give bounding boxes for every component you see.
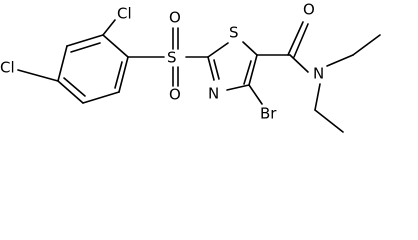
bond	[207, 42, 229, 58]
structure-diagram: Cl Cl S O O S N Br O	[0, 1, 381, 133]
atom-carbonyl-o: O	[303, 1, 315, 19]
bond	[102, 34, 129, 58]
bond	[66, 34, 104, 47]
atom-sulfonyl-o1: O	[169, 9, 181, 27]
bond	[57, 45, 68, 82]
bond	[57, 80, 84, 104]
atom-cl-ortho: Cl	[117, 5, 132, 23]
molecule-svg: Cl Cl S O O S N Br O	[0, 1, 381, 133]
bond-ethyl-1	[352, 34, 381, 56]
atom-amide-n: N	[313, 65, 324, 83]
bond	[242, 41, 258, 56]
atom-sulfonyl-o2: O	[169, 86, 181, 104]
bond-c-o	[287, 21, 304, 56]
atom-br: Br	[260, 105, 277, 123]
bond	[207, 56, 215, 81]
bond	[248, 54, 258, 86]
bond	[82, 91, 120, 104]
thiazole-ring: S N	[207, 24, 258, 103]
dichlorophenyl-ring	[57, 34, 129, 104]
atom-ring-s: S	[229, 24, 239, 42]
bond-c-cl-para	[17, 69, 59, 82]
bond	[114, 61, 123, 89]
bond-ethyl-2	[314, 109, 344, 133]
bond-carbonyl-n	[289, 54, 309, 73]
bond-ethyl-1	[326, 54, 354, 67]
atom-cl-para: Cl	[0, 59, 15, 77]
bond	[243, 60, 252, 85]
bond-c-cl-ortho	[102, 19, 116, 36]
bond	[213, 59, 220, 80]
bond	[63, 77, 86, 97]
bond	[118, 56, 129, 93]
bond-c-br	[248, 84, 263, 105]
bond	[226, 84, 250, 91]
atom-sulfonyl-s: S	[167, 49, 177, 67]
bond-c-o	[293, 23, 309, 58]
bond	[70, 42, 101, 53]
atom-ring-n: N	[208, 85, 219, 103]
bond-ethyl-2	[314, 83, 321, 111]
